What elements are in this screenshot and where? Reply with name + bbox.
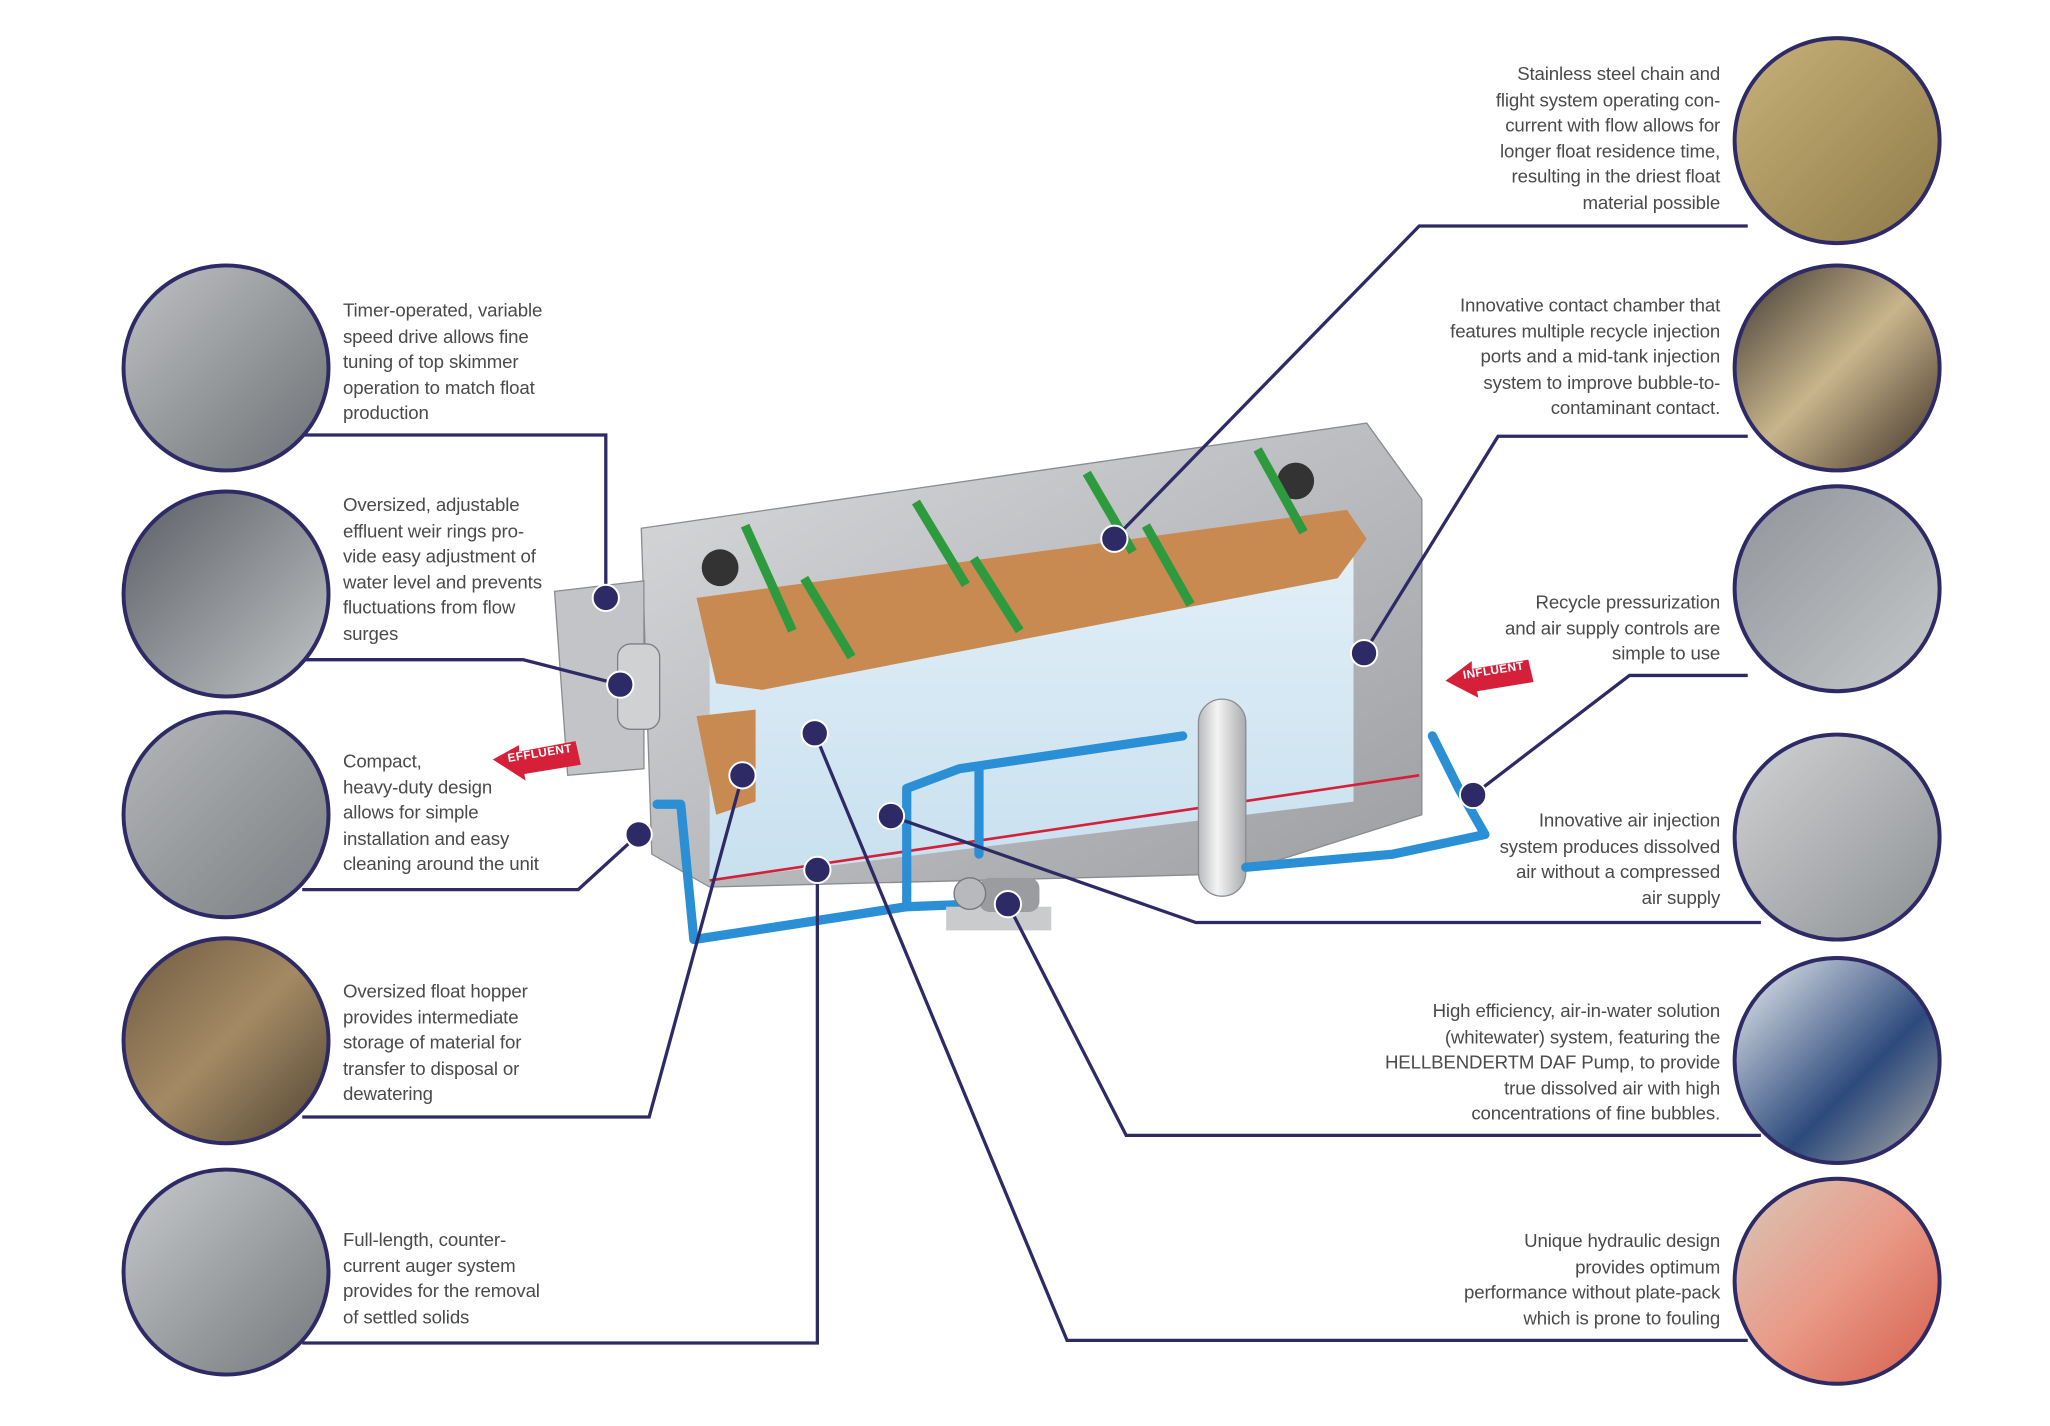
daf-tank (553, 422, 1423, 888)
marker-air-injection[interactable] (876, 801, 906, 831)
sprocket-right (1277, 462, 1315, 500)
marker-chain-flight[interactable] (1100, 524, 1129, 553)
photo-chain-flight (1732, 36, 1942, 246)
recycle-piping (652, 731, 1490, 945)
photo-variable-speed-drive (121, 263, 331, 473)
photo-recycle-controls (1732, 484, 1942, 694)
callout-contact-chamber: Innovative contact chamber that features… (1450, 295, 1721, 420)
photo-contact-chamber (1732, 263, 1942, 473)
marker-hydraulic[interactable] (800, 719, 829, 748)
marker-contact-chamber[interactable] (1349, 638, 1379, 668)
callout-chain-flight: Stainless steel chain and flight system … (1495, 64, 1721, 215)
callout-drive: Timer-operated, variable speed drive all… (342, 300, 543, 425)
marker-frame[interactable] (624, 820, 653, 849)
callout-auger: Full-length, counter- current auger syst… (342, 1229, 540, 1329)
marker-weir[interactable] (606, 670, 635, 699)
callout-compact: Compact, heavy-duty design allows for si… (342, 751, 539, 876)
marker-hopper[interactable] (728, 761, 757, 790)
influent-arrow (1445, 659, 1534, 698)
photo-air-injection (1732, 732, 1942, 942)
marker-drive[interactable] (591, 583, 620, 613)
pressure-vessel (1197, 698, 1247, 897)
sprocket-left (701, 549, 739, 587)
float-layer (696, 509, 1367, 690)
photo-hydraulic-design (1732, 1176, 1942, 1386)
marker-auger[interactable] (803, 855, 832, 885)
effluent-arrow (492, 741, 581, 781)
photo-daf-pump (1732, 956, 1942, 1165)
photo-effluent-weir (121, 489, 331, 699)
callout-hopper: Oversized float hopper provides intermed… (342, 981, 528, 1106)
callout-daf-pump: High efficiency, air-in-water solution (… (1384, 1001, 1721, 1126)
callout-air-injection: Innovative air injection system produces… (1499, 810, 1721, 910)
marker-recycle-controls[interactable] (1458, 780, 1488, 810)
callout-hydraulic: Unique hydraulic design provides optimum… (1463, 1231, 1721, 1330)
callout-weir: Oversized, adjustable effluent weir ring… (342, 495, 542, 646)
photo-float-hopper (121, 936, 331, 1146)
photo-compact-design (121, 710, 331, 920)
leader-lines (302, 224, 1761, 1345)
photo-auger (121, 1167, 331, 1377)
callout-recycle-controls: Recycle pressurization and air supply co… (1505, 592, 1721, 666)
marker-pump[interactable] (993, 889, 1023, 919)
